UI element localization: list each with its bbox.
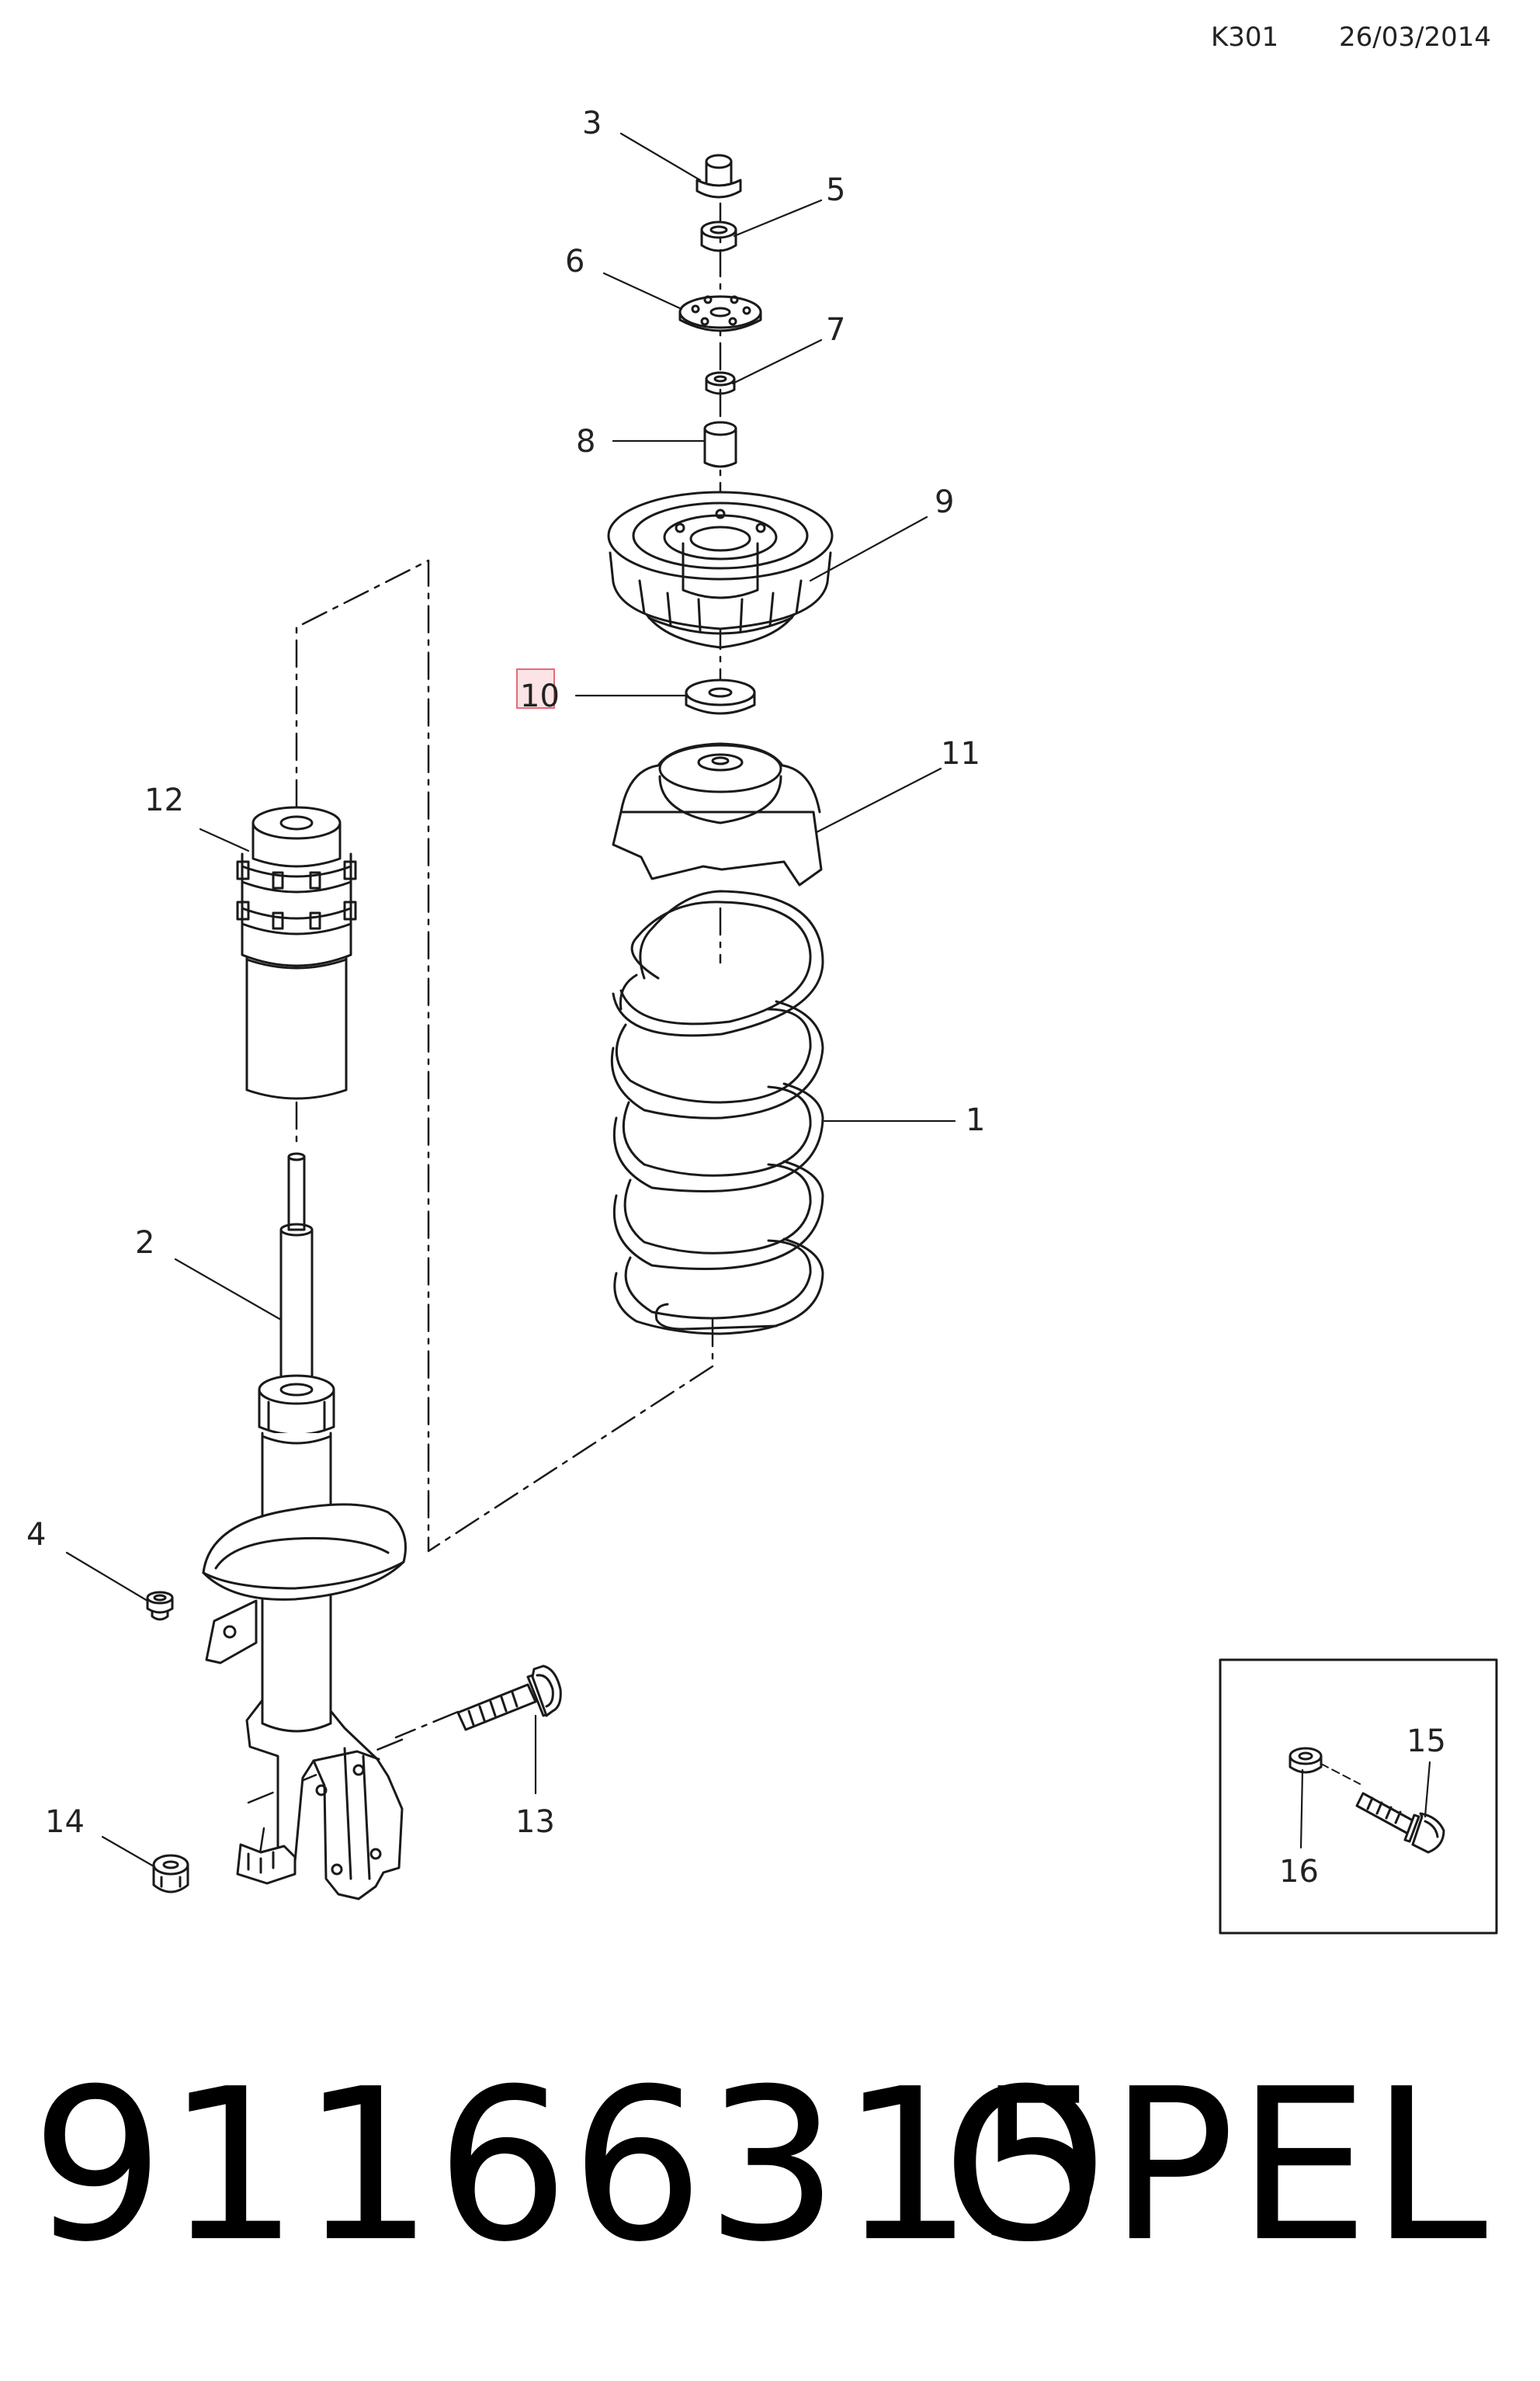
callout-14: 14 (45, 1804, 85, 1840)
callout-6: 6 (565, 244, 584, 279)
part-8-sleeve (703, 421, 737, 468)
callout-3: 3 (582, 106, 602, 141)
part-15-bolt (1355, 1792, 1445, 1854)
part-1-coil-spring (610, 890, 824, 1335)
exploded-parts-diagram: 3 5 6 7 8 9 10 11 1 12 2 4 13 14 15 16 (26, 106, 1498, 1935)
callout-labels: 3 5 6 7 8 9 10 11 1 12 2 4 13 14 15 16 (26, 106, 1446, 1890)
brand-name: OPEL (942, 2043, 1490, 2288)
part-number: 91166315 (31, 2043, 1111, 2288)
callout-5: 5 (826, 172, 845, 208)
part-5-nut (700, 220, 737, 252)
callout-10-highlight (516, 668, 555, 709)
part-2-shock-absorber (202, 1152, 407, 1900)
part-11-spring-seat (612, 742, 823, 887)
callout-2: 2 (135, 1225, 154, 1261)
part-12-bump-stop-boot (236, 806, 357, 1100)
callout-13: 13 (515, 1804, 555, 1840)
part-7-nut (705, 371, 736, 395)
callout-4: 4 (26, 1517, 46, 1553)
inset-box (1219, 1658, 1498, 1935)
callout-8: 8 (576, 424, 595, 460)
callout-9: 9 (935, 484, 954, 520)
callout-7: 7 (826, 312, 845, 348)
callout-10: 10 (520, 679, 560, 714)
diagram-code: K301 (1211, 22, 1279, 53)
callout-12: 12 (144, 783, 184, 818)
callout-16: 16 (1279, 1854, 1319, 1890)
diagram-date: 26/03/2014 (1339, 22, 1491, 53)
callout-11: 11 (941, 736, 980, 772)
part-10-washer (685, 679, 756, 715)
callout-15: 15 (1406, 1723, 1446, 1759)
part-4-flange-nut (146, 1591, 174, 1621)
part-9-top-mount (607, 491, 834, 649)
part-6-plate (678, 295, 762, 332)
callout-leaders (65, 132, 1431, 1868)
part-14-flange-nut (152, 1854, 189, 1893)
part-16-nut (1289, 1747, 1323, 1774)
part-13-bolt (456, 1664, 562, 1731)
part-3-cap-nut (695, 154, 742, 199)
callout-1: 1 (966, 1102, 985, 1138)
